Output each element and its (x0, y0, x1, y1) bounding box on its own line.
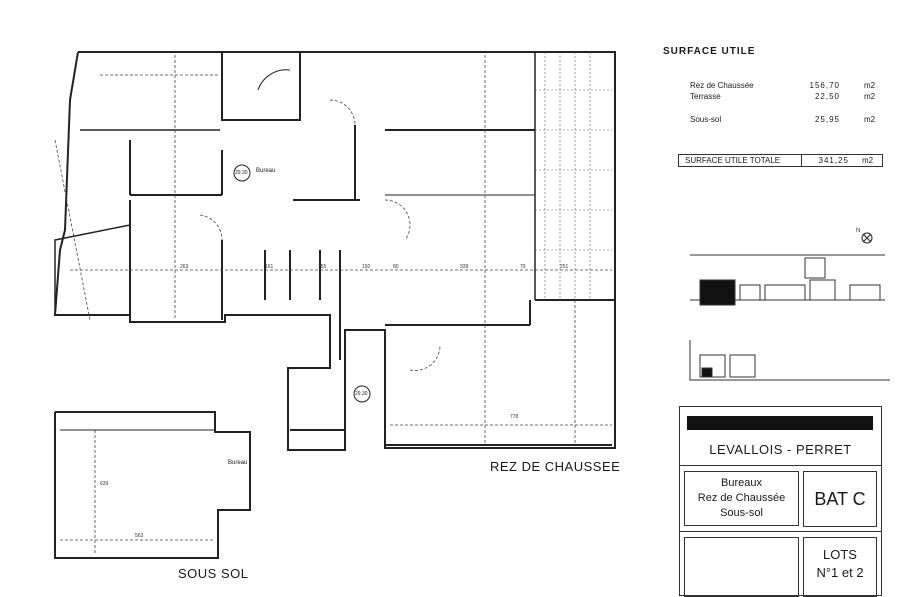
svg-text:639: 639 (100, 481, 109, 487)
desc-line: Rez de Chaussée (697, 492, 786, 504)
svg-text:161: 161 (265, 264, 274, 270)
surface-row-value: 25,95 (814, 115, 840, 124)
building-box: BAT C (803, 471, 877, 527)
surface-total-box: SURFACE UTILE TOTALE 341,25 m2 (678, 154, 883, 167)
surface-total-unit: m2 (862, 156, 874, 165)
surface-row-unit: m2 (864, 115, 876, 124)
surface-total-value: 341,25 (818, 156, 849, 165)
svg-text:N: N (856, 228, 860, 234)
dimension-labels: 263 161 155 150 80 339 79 251 778 563 63… (100, 264, 569, 539)
desc-line: Bureaux (721, 477, 762, 489)
room-label-bureau: Bureau (256, 168, 276, 174)
surface-row-unit: m2 (864, 92, 876, 101)
terrace-grid (535, 52, 612, 300)
room-ref: 29.30 (235, 170, 248, 176)
svg-text:251: 251 (560, 264, 569, 270)
svg-text:155: 155 (318, 264, 327, 270)
wall-outline (53, 51, 616, 451)
description-box: Bureaux Rez de Chaussée Sous-sol (684, 471, 799, 526)
rdc-label: REZ DE CHAUSSEE (490, 459, 621, 474)
room-ref: 29.30 (355, 391, 368, 397)
surface-title: SURFACE UTILE (663, 46, 756, 57)
svg-text:563: 563 (135, 533, 144, 539)
lots-box: LOTS N°1 et 2 (803, 537, 877, 597)
redacted-bar (687, 416, 873, 430)
room-label-bureau-sous-sol: Bureau (228, 460, 248, 466)
surface-row-unit: m2 (864, 81, 876, 90)
lots-numbers: N°1 et 2 (816, 565, 864, 580)
surface-total-label: SURFACE UTILE TOTALE (685, 156, 781, 165)
desc-line: Sous-sol (720, 507, 763, 519)
svg-text:150: 150 (362, 264, 371, 270)
surface-row-value: 156,70 (809, 81, 840, 90)
svg-text:79: 79 (520, 264, 526, 270)
svg-text:80: 80 (393, 264, 399, 270)
sous-sol-label: SOUS SOL (178, 566, 249, 581)
surface-row-label: Sous-sol (690, 115, 722, 124)
sous-sol-outline (54, 411, 251, 559)
north-arrow-icon (861, 232, 873, 244)
svg-text:263: 263 (180, 264, 189, 270)
surface-row-label: Rez de Chaussée (690, 81, 754, 90)
location-map (689, 254, 890, 381)
surface-row-value: 22,50 (814, 92, 840, 101)
empty-box (684, 537, 799, 597)
svg-text:339: 339 (460, 264, 469, 270)
surface-row-label: Terrasse (690, 92, 721, 101)
svg-text:778: 778 (510, 414, 519, 420)
lots-label: LOTS (823, 547, 857, 562)
city-label: LEVALLOIS - PERRET (709, 442, 852, 457)
building-label: BAT C (814, 488, 866, 509)
